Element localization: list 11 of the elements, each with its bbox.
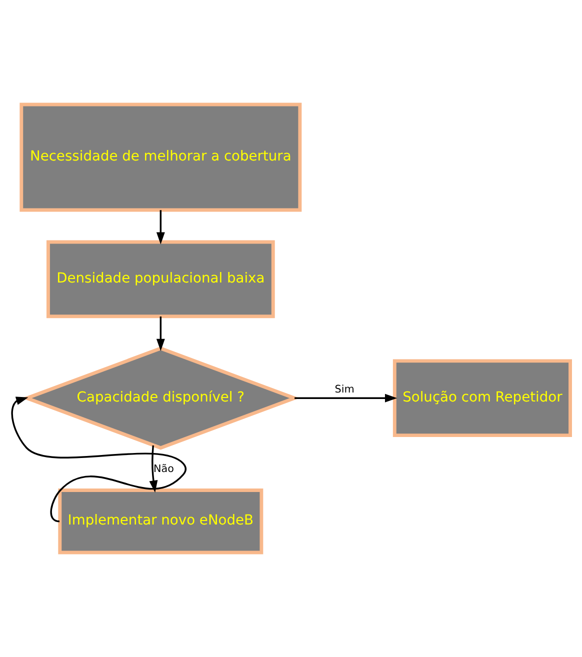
edge-label: Sim [334,384,354,396]
arrow [294,394,398,402]
arrow [156,316,165,351]
node-box: Necessidade de melhorar a cobertura [20,102,302,212]
arrow [149,445,158,493]
node-box: Densidade populacional baixa [46,240,275,318]
node-box: Solução com Repetidor [392,359,572,438]
arrow [11,396,186,522]
edge-label: Não [153,462,174,475]
arrow [156,210,165,244]
node-box: Implementar novo eNodeB [58,488,264,554]
